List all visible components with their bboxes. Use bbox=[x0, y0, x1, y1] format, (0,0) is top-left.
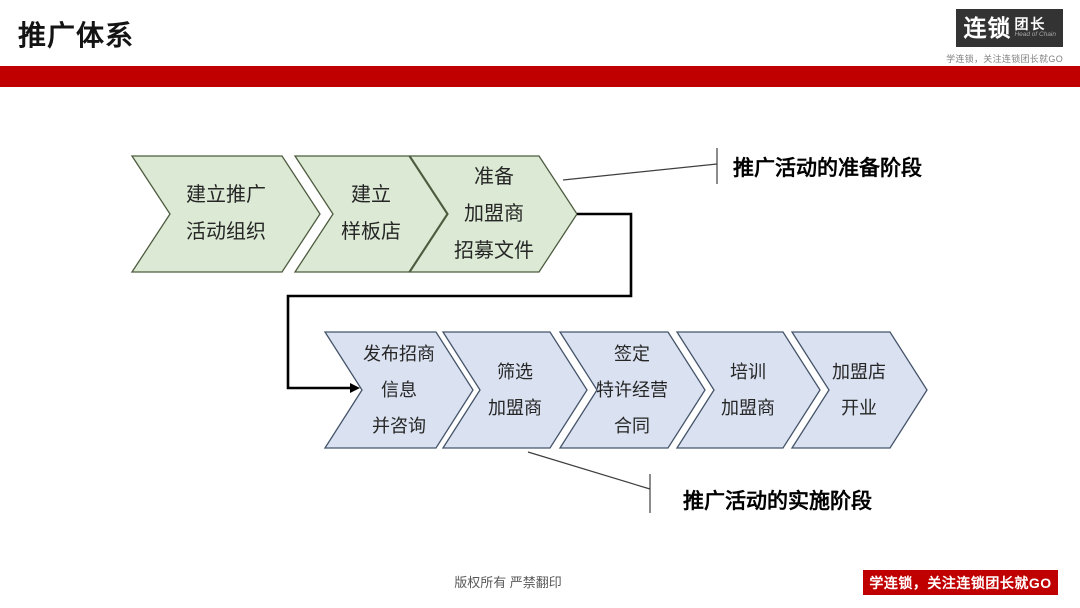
prep-step-2-label: 建立 样板店 bbox=[311, 156, 431, 272]
elbow-connector-arrow bbox=[286, 212, 633, 393]
step-line: 建立推广 bbox=[186, 184, 266, 206]
step-line: 加盟商 bbox=[464, 202, 524, 225]
step-line: 筛选 bbox=[497, 362, 533, 382]
brand-logo: 连锁 团长 Head of Chain bbox=[956, 9, 1063, 47]
step-line: 加盟商 bbox=[488, 398, 542, 418]
step-line: 招募文件 bbox=[454, 239, 534, 262]
impl-callout-line bbox=[527, 451, 651, 490]
impl-arrow-2-shape bbox=[441, 331, 588, 449]
header-divider-bar bbox=[0, 66, 1080, 87]
impl-step-3-label: 签定 特许经营 合同 bbox=[577, 332, 687, 448]
logo-tagline: 学连锁，关注连锁团长就GO bbox=[946, 54, 1063, 64]
step-line: 活动组织 bbox=[186, 221, 266, 243]
impl-step-5-label: 加盟店 开业 bbox=[804, 332, 914, 448]
step-line: 准备 bbox=[474, 165, 514, 188]
copyright-notice: 版权所有 严禁翻印 bbox=[454, 575, 562, 590]
impl-stage-label: 推广活动的实施阶段 bbox=[683, 490, 872, 513]
step-line: 建立 bbox=[351, 184, 391, 206]
impl-arrow-4-shape bbox=[675, 331, 821, 449]
page-title: 推广体系 bbox=[18, 20, 135, 51]
prep-callout-line bbox=[562, 163, 718, 181]
step-line: 特许经营 bbox=[596, 380, 668, 400]
impl-arrow-1-shape bbox=[323, 331, 474, 449]
impl-arrow-5-shape bbox=[790, 331, 928, 449]
impl-arrow-3-shape bbox=[558, 331, 706, 449]
step-line: 信息 bbox=[381, 380, 417, 400]
prep-arrow-3-shape bbox=[408, 155, 578, 273]
step-line: 开业 bbox=[841, 398, 877, 418]
logo-text-main: 连锁 bbox=[963, 14, 1012, 41]
impl-step-4-label: 培训 加盟商 bbox=[693, 332, 803, 448]
logo-text-english: Head of Chain bbox=[1014, 31, 1056, 39]
prep-step-3-label: 准备 加盟商 招募文件 bbox=[434, 156, 554, 272]
step-line: 加盟商 bbox=[721, 398, 775, 418]
impl-step-1-label: 发布招商 信息 并咨询 bbox=[344, 332, 454, 448]
prep-arrow-1-shape bbox=[130, 155, 321, 273]
prep-arrow-2-shape bbox=[293, 155, 448, 273]
step-line: 发布招商 bbox=[363, 344, 435, 364]
logo-text-right: 团长 Head of Chain bbox=[1014, 17, 1056, 39]
prep-stage-label: 推广活动的准备阶段 bbox=[733, 157, 922, 180]
step-line: 加盟店 bbox=[832, 362, 886, 382]
logo-text-sub: 团长 bbox=[1014, 16, 1047, 33]
impl-step-2-label: 筛选 加盟商 bbox=[460, 332, 570, 448]
step-line: 签定 bbox=[614, 344, 650, 364]
prep-step-1-label: 建立推广 活动组织 bbox=[166, 156, 286, 272]
footer-brand-badge: 学连锁，关注连锁团长就GO bbox=[863, 570, 1058, 595]
step-line: 样板店 bbox=[341, 221, 401, 243]
step-line: 培训 bbox=[730, 362, 766, 382]
step-line: 合同 bbox=[614, 416, 650, 436]
step-line: 并咨询 bbox=[372, 416, 426, 436]
